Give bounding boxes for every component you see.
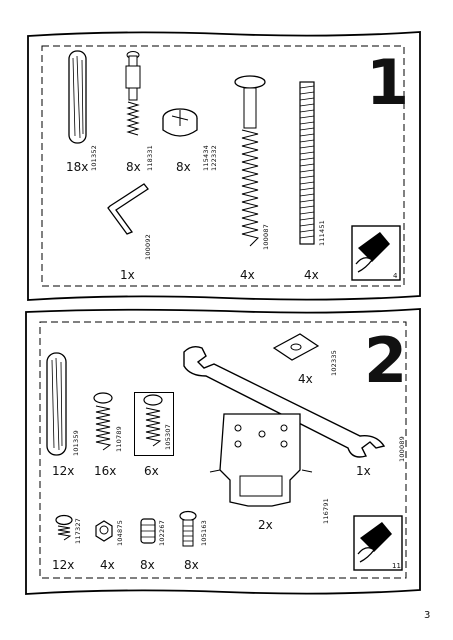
part-quantity: 4x — [298, 372, 313, 386]
bolt-icon — [179, 510, 197, 547]
part-quantity: 4x — [240, 268, 255, 282]
part-quantity: 2x — [258, 518, 273, 532]
cam-lock-nut-icon — [162, 108, 198, 137]
part-code: 105163 — [200, 519, 208, 546]
part-quantity: 8x — [140, 558, 155, 572]
part-quantity: 8x — [126, 160, 141, 174]
page-number: 3 — [424, 610, 431, 621]
part-quantity: 1x — [356, 464, 371, 478]
part-code: 100089 — [398, 435, 406, 462]
part-code: 101359 — [72, 429, 80, 456]
part-quantity: 8x — [184, 558, 199, 572]
part-code: 117327 — [74, 517, 82, 544]
part-code: 105307 — [164, 423, 172, 450]
part-quantity: 18x — [66, 160, 89, 174]
wooden-dowel-icon — [46, 352, 67, 456]
see-page-booklet-icon — [353, 515, 403, 571]
step-number: 2 — [364, 324, 408, 397]
threaded-rod-icon — [299, 81, 315, 245]
cam-bolt-icon — [125, 51, 141, 136]
reference-page-number: 4 — [393, 272, 398, 280]
screw-icon — [143, 394, 163, 447]
part-code: 104875 — [116, 519, 124, 546]
part-code: 110789 — [115, 425, 123, 452]
part-code: 102267 — [158, 519, 166, 546]
part-quantity: 1x — [120, 268, 135, 282]
hex-nut-icon — [95, 520, 113, 542]
part-quantity: 6x — [144, 464, 159, 478]
allen-key-icon — [107, 183, 149, 235]
wooden-dowel-icon — [68, 50, 87, 144]
part-quantity: 8x — [176, 160, 191, 174]
see-page-booklet-icon — [351, 225, 401, 281]
part-detail-box — [134, 392, 174, 456]
part-code: 100092 — [144, 233, 152, 260]
part-quantity: 16x — [94, 464, 117, 478]
screw-icon — [93, 392, 113, 451]
part-quantity: 12x — [52, 558, 75, 572]
part-quantity: 4x — [100, 558, 115, 572]
mounting-bracket-icon — [209, 413, 313, 507]
step-2-panel: 2 101359 12x 110789 16x 105307 6x 102335… — [0, 306, 453, 600]
step-number: 1 — [366, 46, 410, 119]
short-screw-icon — [55, 514, 73, 541]
long-screw-icon — [234, 75, 266, 247]
part-code: 118331 — [146, 144, 154, 171]
step-1-panel: 1 101352 18x 118331 8x 115434 122332 8x … — [0, 28, 453, 306]
reference-page-number: 11 — [392, 562, 401, 570]
part-code: 111451 — [318, 219, 326, 246]
spacer-icon — [140, 518, 156, 544]
part-code: 116791 — [322, 497, 330, 524]
part-code: 100087 — [262, 223, 270, 250]
part-code: 101352 — [90, 144, 98, 171]
wrench-icon — [183, 345, 386, 458]
part-code: 115434 122332 — [202, 144, 218, 171]
part-quantity: 4x — [304, 268, 319, 282]
corner-bracket-icon — [272, 333, 320, 361]
part-quantity: 12x — [52, 464, 75, 478]
